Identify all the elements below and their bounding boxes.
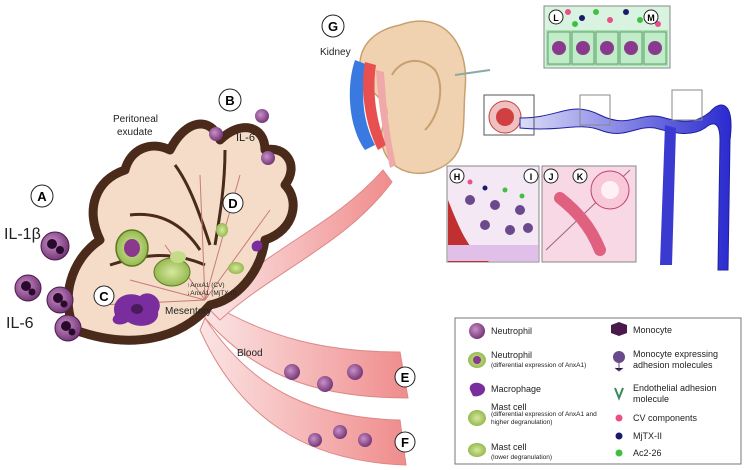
panel-c: C: [99, 289, 109, 304]
panel-h: H: [454, 172, 461, 182]
legend-neutrophil-diff-note: (differential expression of AnxA1): [491, 362, 586, 369]
legend-mast-high-note: (differential expression of AnxA1 and hi…: [491, 411, 597, 426]
legend-ac2: Ac2-26: [633, 448, 662, 458]
legend-mast-low: Mast cell: [491, 442, 527, 452]
label-peritoneal: Peritoneal: [113, 114, 158, 125]
legend-neutrophil: Neutrophil: [491, 326, 532, 336]
tubule-panel: [541, 165, 637, 263]
kidney-shape: [359, 20, 467, 175]
label-il6-top: IL-6: [236, 132, 255, 144]
panel-b: B: [225, 93, 234, 108]
nephron: [488, 100, 732, 271]
panel-i: I: [530, 172, 533, 182]
legend-endothelial-2: molecule: [633, 394, 669, 404]
label-il6-left: IL-6: [6, 315, 34, 332]
panel-e: E: [401, 370, 410, 385]
neutrophil-cluster-left: [14, 231, 82, 342]
label-il1b: IL-1β: [4, 226, 41, 243]
legend-neutrophil-diff: Neutrophil: [491, 350, 532, 360]
legend-monocyte: Monocyte: [633, 325, 672, 335]
vessel-neutrophils: [284, 364, 372, 447]
panel-l: L: [553, 13, 559, 23]
label-anxa1-mjtx: ↓AnxA1 (MjTX-II): [187, 290, 236, 297]
vessel-lower: [199, 316, 407, 466]
panel-a: A: [37, 189, 47, 204]
panel-f: F: [401, 435, 409, 450]
legend-mast-low-note: (lower degranulation): [491, 454, 552, 461]
label-anxa1-cv: ↑AnxA1 (CV): [187, 282, 225, 289]
glomerulus-panel: [446, 165, 540, 263]
legend-icons: [454, 317, 742, 465]
mesentery-group: [63, 119, 409, 466]
kidney-group: [349, 20, 467, 175]
panel-d: D: [228, 196, 237, 211]
panel-g: G: [328, 19, 338, 34]
mesentery-shape: [63, 119, 298, 345]
legend-cv: CV components: [633, 413, 698, 423]
legend-mjtx: MjTX-II: [633, 431, 662, 441]
legend-endothelial-1: Endothelial adhesion: [633, 383, 717, 393]
panel-j: J: [548, 172, 553, 182]
label-exudate: exudate: [117, 127, 153, 138]
legend-mast-high: Mast cell: [491, 402, 527, 412]
panel-k: K: [577, 172, 584, 182]
label-kidney: Kidney: [320, 47, 351, 58]
vessel-to-kidney: [209, 169, 393, 321]
neutrophil-cluster-b: [209, 109, 275, 165]
legend-macrophage: Macrophage: [491, 384, 541, 394]
panel-m: M: [647, 13, 655, 23]
label-mesentery: Mesentery: [165, 306, 212, 317]
label-blood: Blood: [237, 348, 263, 359]
legend-monocyte-adhesion-2: adhesion molecules: [633, 360, 713, 370]
panel-letters: A B C D E F G H I J K L M: [30, 9, 659, 453]
legend-monocyte-adhesion-1: Monocyte expressing: [633, 349, 718, 359]
